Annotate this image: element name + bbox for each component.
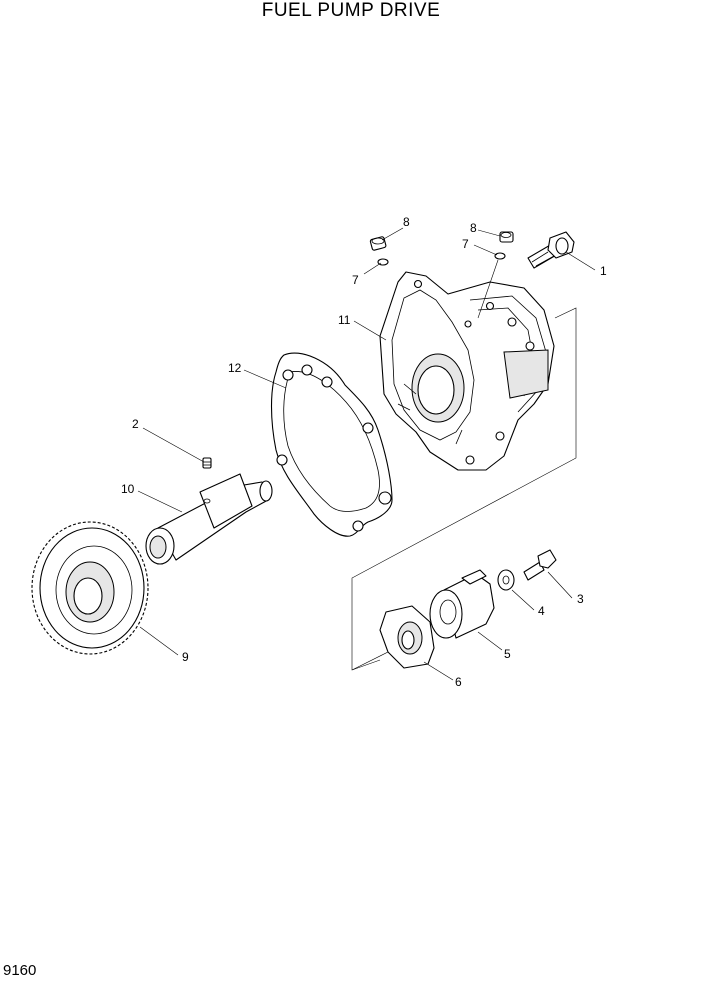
- part-3-bolt: [523, 549, 557, 581]
- callout-1: 1: [600, 264, 607, 278]
- callout-labels: 8 7 8 7 1 11 12 2 10 9 3 4 5 6: [121, 215, 607, 689]
- part-1-bolt: [527, 231, 575, 269]
- callout-2: 2: [132, 417, 139, 431]
- part-9-drive-gear: [31, 521, 149, 655]
- part-7-washer-right: [494, 252, 506, 260]
- part-8-plug-left: [369, 236, 387, 251]
- callout-5: 5: [504, 647, 511, 661]
- group-bracket-lines: [351, 307, 577, 671]
- page-title: FUEL PUMP DRIVE: [261, 0, 441, 21]
- part-2-set-screw: [202, 457, 212, 469]
- part-12-gasket: [271, 352, 393, 537]
- part-4-washer: [497, 569, 515, 591]
- callout-11: 11: [338, 313, 351, 327]
- part-11-pump-housing: [379, 271, 555, 471]
- callout-3: 3: [577, 592, 584, 606]
- callout-12: 12: [228, 361, 242, 375]
- callout-9: 9: [182, 650, 189, 664]
- callout-7-right: 7: [462, 237, 469, 251]
- callout-4: 4: [538, 604, 545, 618]
- callout-10: 10: [121, 482, 135, 496]
- page-number: 9160: [3, 962, 37, 979]
- callout-6: 6: [455, 675, 462, 689]
- callout-8-left: 8: [403, 215, 410, 229]
- callout-8-right: 8: [470, 221, 477, 235]
- callout-7-left: 7: [352, 273, 359, 287]
- part-5-coupling: [429, 569, 495, 639]
- part-6-coupling-disc: [379, 605, 435, 669]
- part-8-plug-right: [499, 231, 514, 243]
- part-10-drive-shaft: [145, 473, 273, 565]
- leader-lines: [137, 227, 596, 681]
